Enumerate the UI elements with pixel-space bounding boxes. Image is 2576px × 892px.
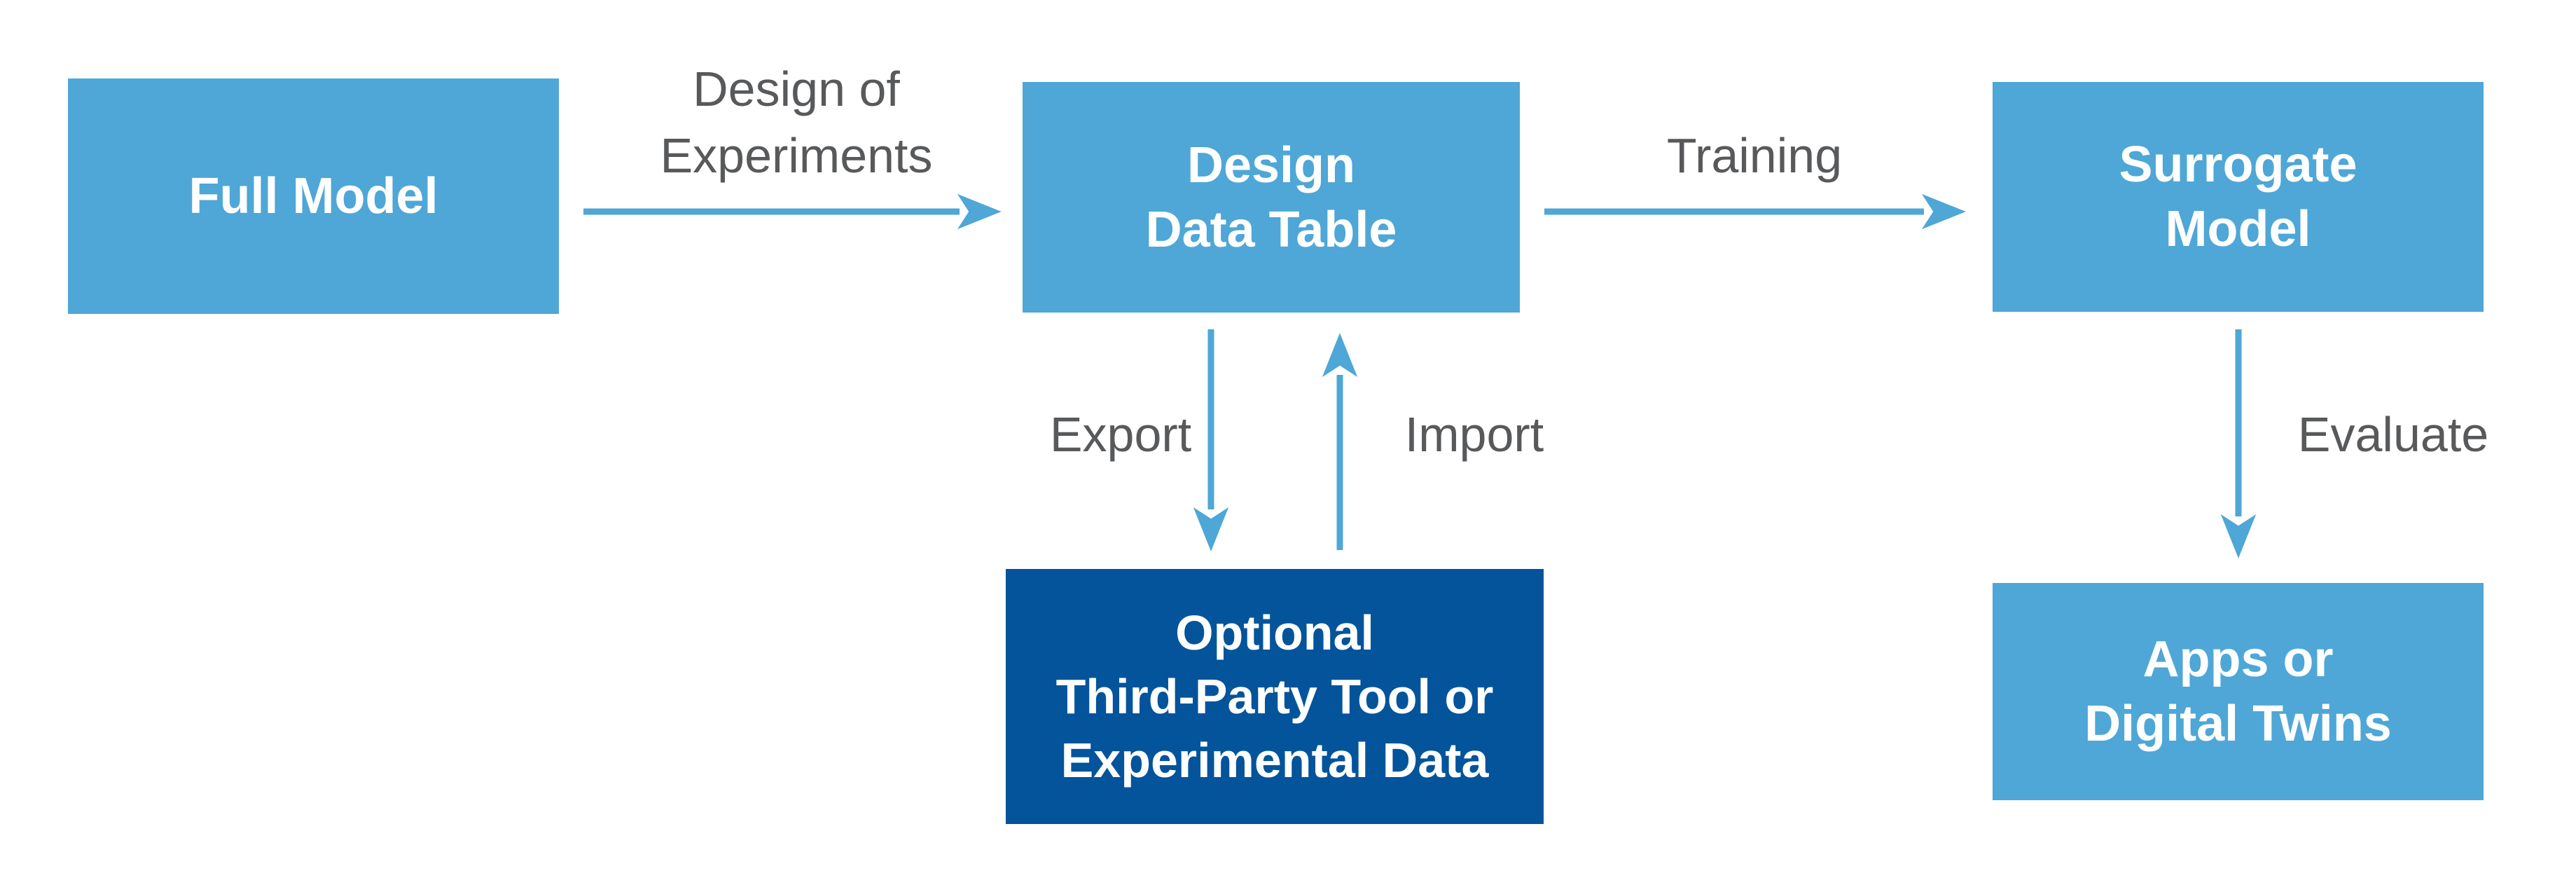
- edge-label-import: Import: [1404, 407, 1544, 462]
- node-design-data-table-label-line2: Data Table: [1145, 201, 1397, 258]
- edge-label-design-of-experiments-line2: Experiments: [660, 128, 933, 183]
- node-third-party-tool-label-line2: Third-Party Tool or: [1055, 668, 1494, 724]
- edge-label-training: Training: [1666, 128, 1843, 183]
- node-full-model-label: Full Model: [188, 168, 438, 224]
- edge-label-evaluate: Evaluate: [2297, 407, 2489, 462]
- node-apps-digital-twins-label-line1: Apps or: [2142, 631, 2334, 687]
- edge-label-export: Export: [1049, 407, 1192, 462]
- edge-label-design-of-experiments-line1: Design of: [693, 62, 900, 116]
- node-apps-digital-twins-label-line2: Digital Twins: [2084, 696, 2392, 752]
- node-third-party-tool-label-line3: Experimental Data: [1060, 732, 1489, 788]
- node-surrogate-model: Surrogate Model: [1993, 82, 2484, 312]
- node-third-party-tool: Optional Third-Party Tool or Experimenta…: [1006, 569, 1544, 824]
- node-full-model: Full Model: [68, 78, 559, 314]
- node-surrogate-model-label-line1: Surrogate: [2119, 137, 2357, 193]
- node-design-data-table: Design Data Table: [1023, 82, 1520, 313]
- node-surrogate-model-label-line2: Model: [2165, 201, 2311, 257]
- node-design-data-table-label-line1: Design: [1186, 137, 1356, 193]
- node-apps-digital-twins: Apps or Digital Twins: [1993, 583, 2484, 800]
- edge-label-design-of-experiments: Design of Experiments: [516, 53, 1076, 193]
- node-third-party-tool-label-line1: Optional: [1175, 605, 1374, 660]
